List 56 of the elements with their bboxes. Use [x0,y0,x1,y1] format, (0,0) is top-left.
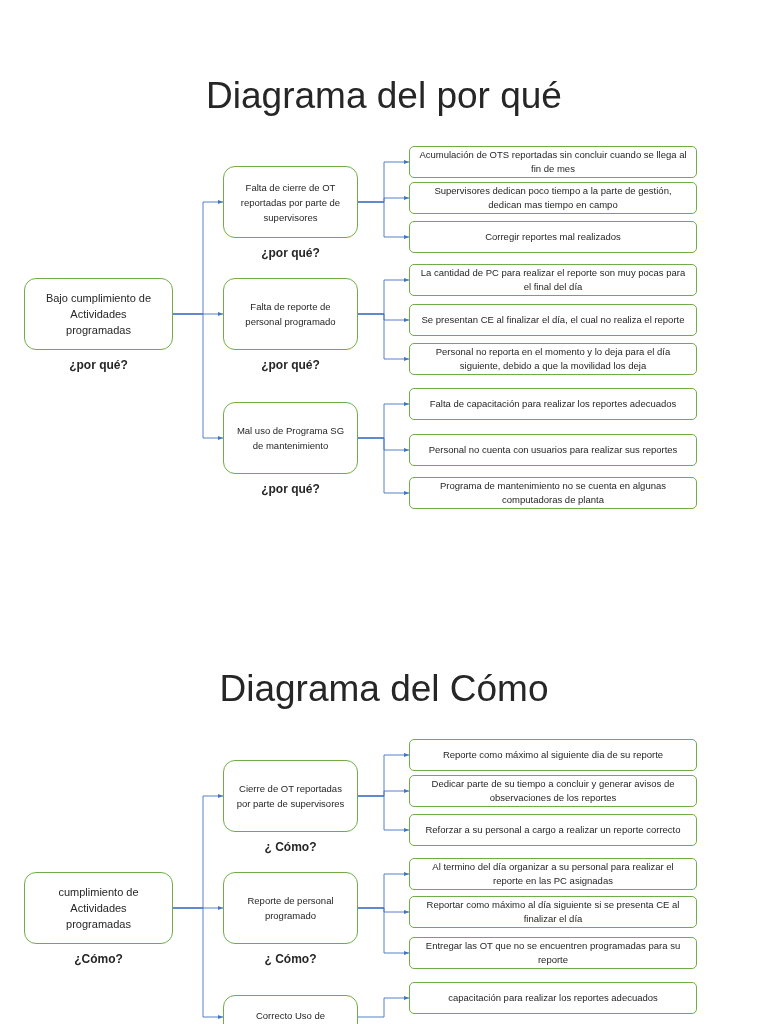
box-text: Falta de cierre de OT reportadas por parte de supervisores [239,180,342,225]
process-box [223,872,358,944]
box-text: Falta de capacitación para realizar los reportes adecuados [428,397,678,411]
process-box [409,146,697,178]
process-box [409,434,697,466]
box-text: Acumulación de OTS reportadas sin concluir cuando se llega al fin de mes [418,148,688,176]
process-box [409,896,697,928]
box-text: Programa de mantenimiento no se cuenta en algunas computadoras de planta [438,479,667,507]
box-text: capacitación para realizar los reportes adecuados [447,991,659,1005]
box-text: Bajo cumplimiento de Actividades programadas [44,291,153,338]
question-label: ¿ Cómo? [263,839,318,855]
section-heading: Diagrama del por qué [205,74,563,118]
box-text: Se presentan CE al finalizar el día, el cual no realiza el reporte [420,313,686,327]
question-label: ¿por qué? [68,357,129,373]
box-text: Reportar como máximo al día siguiente si se presenta CE al finalizar el día [425,898,681,926]
question-label: ¿Cómo? [73,951,124,967]
process-box [24,278,173,350]
section-heading: Diagrama del Cómo [218,667,550,711]
question-label: ¿ Cómo? [263,951,318,967]
process-box [409,937,697,969]
process-box [409,221,697,253]
process-box [223,402,358,474]
process-box [24,872,173,944]
box-text: La cantidad de PC para realizar el reporte son muy pocas para el final del día [419,266,687,294]
box-text: Personal no cuenta con usuarios para realizar sus reportes [427,443,679,457]
box-text: Correcto Uso de [254,1009,327,1023]
question-label: ¿por qué? [260,245,321,261]
process-box [223,760,358,832]
box-text: Corregir reportes mal realizados [484,230,622,244]
box-text: Cierre de OT reportadas por parte de supervisores [236,782,345,811]
box-text: Reporte como máximo al siguiente dia de su reporte [441,748,665,762]
process-box [223,166,358,238]
question-label: ¿por qué? [260,481,321,497]
box-text: Supervisores dedican poco tiempo a la parte de gestión, dedican mas tiempo en campo [433,184,673,212]
question-label: ¿por qué? [260,357,321,373]
box-text: Falta de reporte de personal programado [244,300,337,329]
process-box [409,388,697,420]
box-text: Reforzar a su personal a cargo a realizar un reporte correcto [424,823,682,837]
box-text: Mal uso de Programa SG de mantenimiento [236,424,345,453]
box-text: cumplimiento de Actividades programadas [57,885,140,932]
process-box [409,343,697,375]
process-box [409,982,697,1014]
box-text: Personal no reporta en el momento y lo deja para el día siguiente, debido a que la movilidad los deja [434,345,672,373]
box-text: Dedicar parte de su tiempo a concluir y generar avisos de observaciones de los reportes [430,777,676,805]
process-box [409,182,697,214]
process-box [409,304,697,336]
box-text: Entregar las OT que no se encuentren programadas para su reporte [424,939,682,967]
box-text: Reporte de personal programado [246,894,335,923]
process-box [409,264,697,296]
process-box [409,739,697,771]
process-box [223,278,358,350]
process-box [409,477,697,509]
process-box [409,775,697,807]
box-text: Al termino del día organizar a su personal para realizar el reporte en las PC asignadas [431,860,675,888]
process-box [409,814,697,846]
process-box [409,858,697,890]
